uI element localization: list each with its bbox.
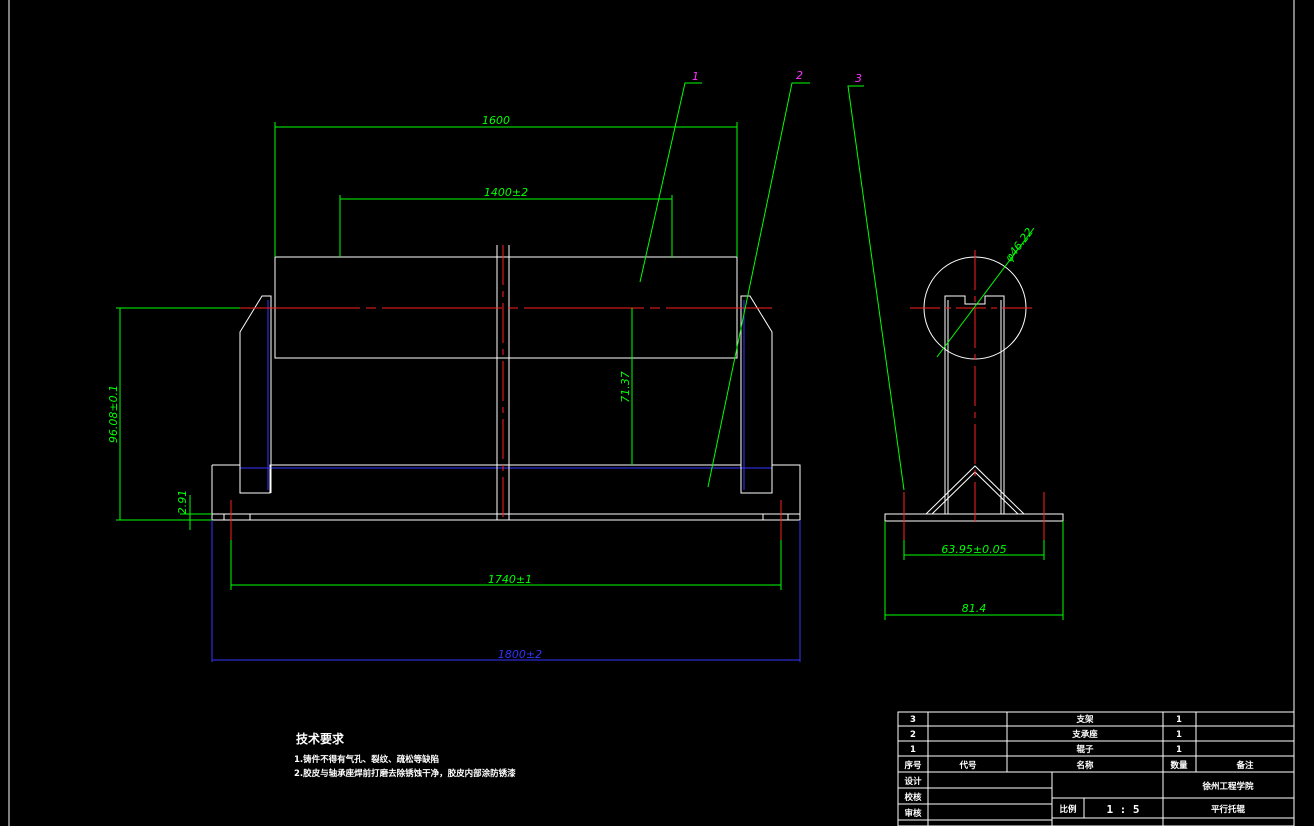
header-name: 名称 xyxy=(1076,760,1094,771)
dim-1800: 1800±2 xyxy=(498,648,542,661)
leader-3 xyxy=(847,85,905,491)
dim-1600: 1600 xyxy=(482,114,510,127)
dim-814: 81.4 xyxy=(962,602,987,615)
leader-1 xyxy=(639,82,702,283)
front-dimension-labels: 1600 1400±2 96.08±0.1 2.91 71.37 1740±1 … xyxy=(107,114,632,661)
title-block xyxy=(897,711,1295,826)
header-no: 序号 xyxy=(903,760,922,771)
side-dimension-labels: φ46.22 63.95±0.05 81.4 xyxy=(941,226,1036,615)
dim-96: 96.08±0.1 xyxy=(107,385,120,443)
front-view xyxy=(211,245,801,662)
side-view-dimensions xyxy=(884,227,1064,620)
school-name: 徐州工程学院 xyxy=(1201,781,1254,792)
row-name: 支承座 xyxy=(1071,729,1098,740)
row-no: 1 xyxy=(910,745,916,755)
left-bracket xyxy=(239,295,272,493)
dim-line-diameter xyxy=(936,227,1035,358)
dim-1740: 1740±1 xyxy=(488,573,532,586)
review-label: 审核 xyxy=(904,808,922,819)
part-balloons: 1 2 3 xyxy=(692,69,862,85)
notes-line-2: 2.胶皮与轴承座焊前打磨去除锈蚀干净，胶皮内部涂防锈漆 xyxy=(294,768,516,779)
balloon-2: 2 xyxy=(796,69,803,82)
dim-291: 2.91 xyxy=(176,490,189,515)
row-no: 3 xyxy=(910,715,916,725)
side-base xyxy=(884,513,1064,522)
dim-diameter: φ46.22 xyxy=(1002,226,1036,265)
balloon-3: 3 xyxy=(855,72,862,85)
row-qty: 1 xyxy=(1176,730,1182,740)
right-bracket xyxy=(740,295,773,493)
parts-list-text: 3 支架 1 2 支承座 1 1 辊子 1 序号 代号 名称 数量 备注 设计 … xyxy=(903,714,1254,819)
leader-2 xyxy=(707,82,810,488)
row-name: 支架 xyxy=(1075,714,1094,725)
part-leaders xyxy=(639,82,905,491)
dim-71: 71.37 xyxy=(619,371,632,403)
notes-title: 技术要求 xyxy=(296,731,345,746)
drawing-frame xyxy=(8,0,1295,826)
side-view xyxy=(884,250,1064,540)
row-qty: 1 xyxy=(1176,715,1182,725)
row-qty: 1 xyxy=(1176,745,1182,755)
header-qty: 数量 xyxy=(1170,760,1188,771)
scale-label: 比例 xyxy=(1059,804,1077,815)
base-plate-outline xyxy=(211,464,801,515)
design-label: 设计 xyxy=(904,776,922,787)
technical-requirements: 技术要求 1.铸件不得有气孔、裂纹、疏松等缺陷 2.胶皮与轴承座焊前打磨去除锈蚀… xyxy=(294,731,516,779)
header-note: 备注 xyxy=(1235,760,1254,771)
scale-value: 1 : 5 xyxy=(1106,803,1139,816)
row-name: 辊子 xyxy=(1076,744,1094,755)
front-view-dimensions xyxy=(116,122,782,590)
notes-line-1: 1.铸件不得有气孔、裂纹、疏松等缺陷 xyxy=(294,754,439,765)
dim-6395: 63.95±0.05 xyxy=(941,543,1006,556)
row-no: 2 xyxy=(910,730,916,740)
header-code: 代号 xyxy=(958,760,977,771)
check-label: 校核 xyxy=(904,792,922,803)
balloon-1: 1 xyxy=(692,70,699,83)
drawing-name: 平行托辊 xyxy=(1211,804,1246,815)
dim-1400: 1400±2 xyxy=(484,186,528,199)
